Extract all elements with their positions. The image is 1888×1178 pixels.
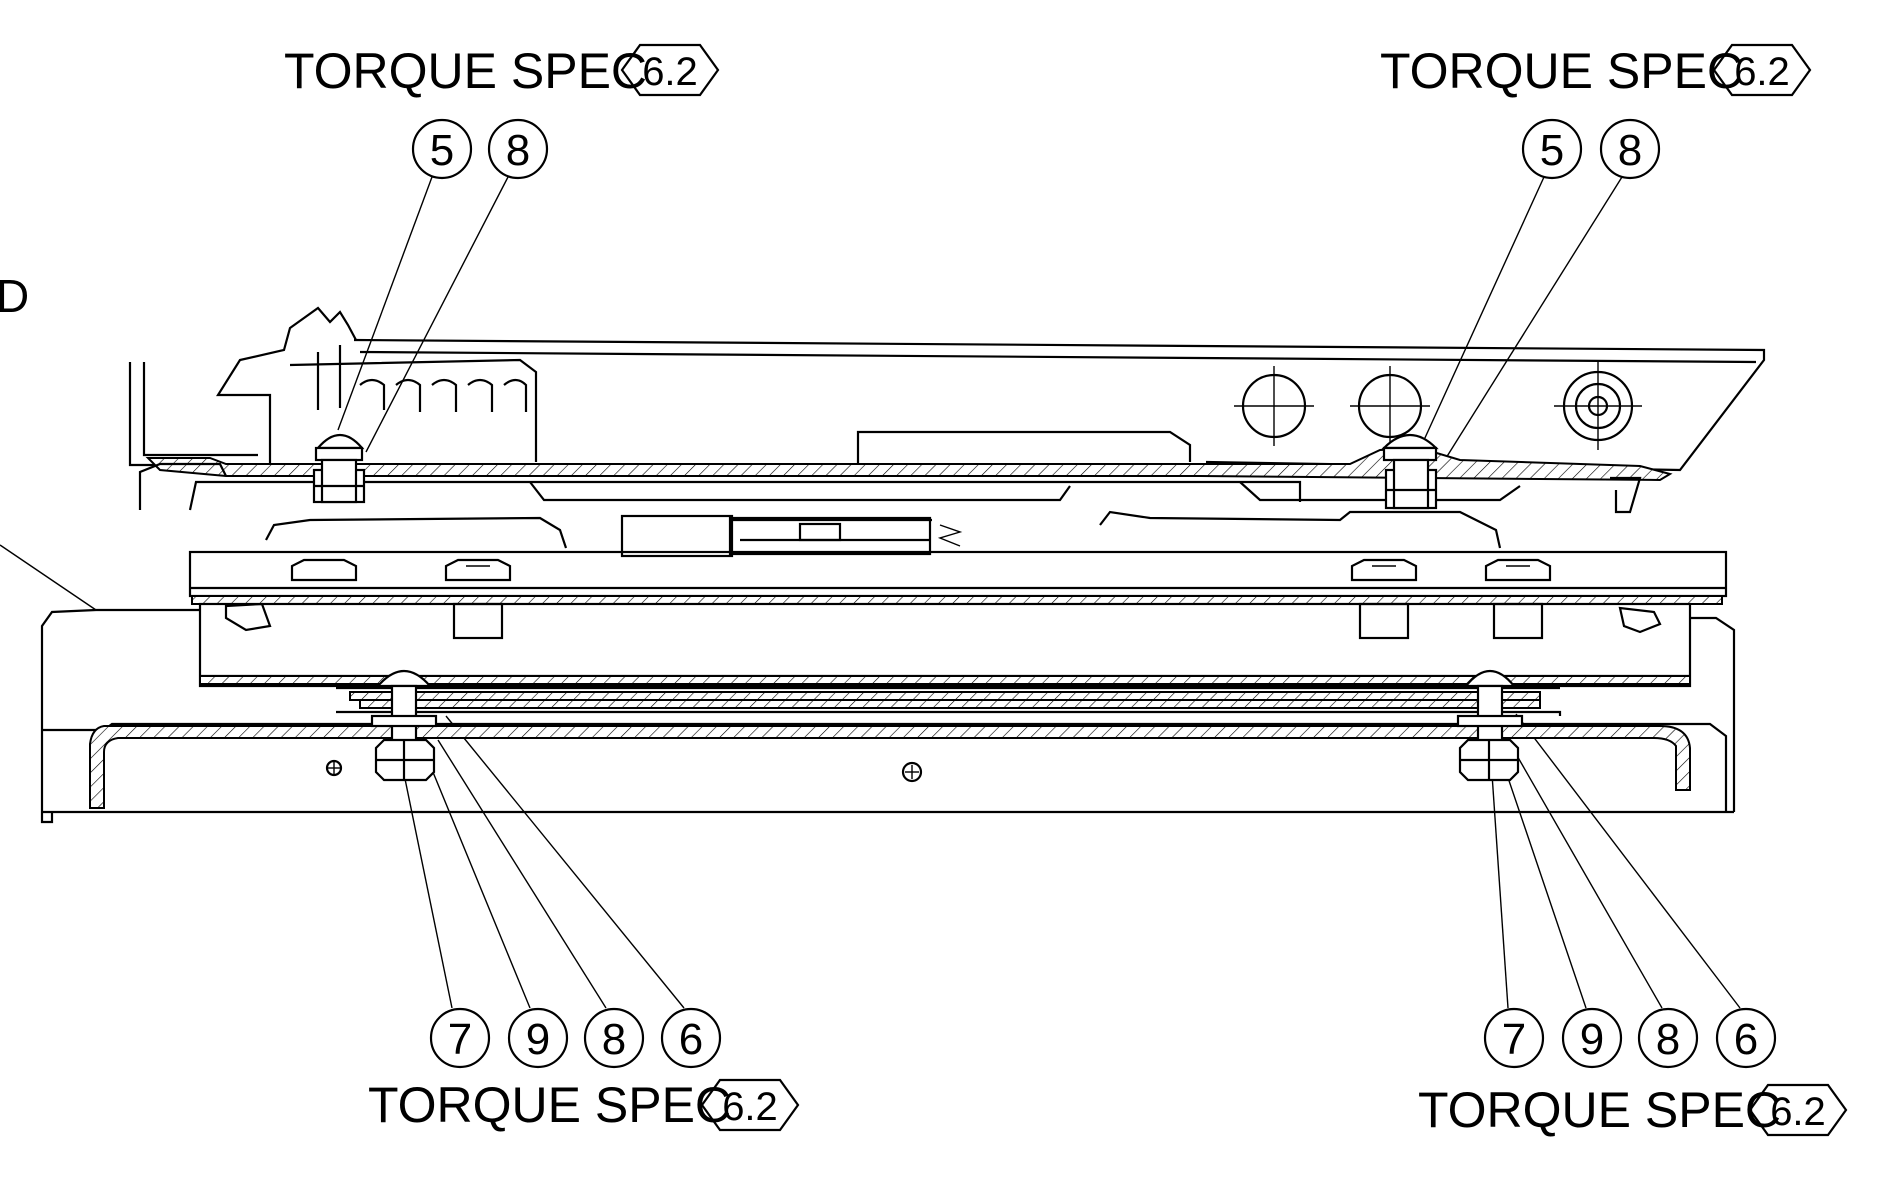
torque-value: 6.2	[1734, 50, 1790, 94]
callouts-top-right: 5 8	[1521, 118, 1661, 180]
lower-frame	[40, 602, 1736, 824]
torque-spec-top-left: TORQUE SPEC 6.2	[284, 43, 720, 99]
callout-number: 7	[448, 1015, 472, 1064]
torque-spec-bottom-left: TORQUE SPEC 6.2	[368, 1077, 800, 1133]
callout-number: 8	[1656, 1015, 1680, 1064]
svg-text:TORQUE SPEC: TORQUE SPEC	[368, 1077, 731, 1133]
top-left-bolt	[312, 433, 366, 504]
callout-number: 9	[1580, 1015, 1604, 1064]
torque-value: 6.2	[722, 1085, 778, 1129]
svg-text:TORQUE SPEC: TORQUE SPEC	[1418, 1082, 1781, 1138]
torque-spec-top-right: TORQUE SPEC 6.2	[1380, 43, 1812, 99]
callout-number: 8	[1618, 126, 1642, 175]
callout-number: 8	[506, 126, 530, 175]
torque-value: 6.2	[642, 50, 698, 94]
callout-number: 5	[430, 126, 454, 175]
middle-plate	[188, 550, 1728, 640]
torque-spec-bottom-right: TORQUE SPEC 6.2	[1418, 1082, 1848, 1138]
bottom-right-bolt	[1456, 670, 1524, 782]
callout-number: 9	[526, 1015, 550, 1064]
bottom-left-bolt	[370, 670, 438, 782]
callout-number: 6	[679, 1015, 703, 1064]
callout-number: 7	[1502, 1015, 1526, 1064]
torque-value: 6.2	[1770, 1090, 1826, 1134]
svg-text:TORQUE SPEC: TORQUE SPEC	[1380, 43, 1743, 99]
leader-lines	[0, 176, 1741, 1009]
top-right-bolt	[1381, 434, 1439, 510]
callouts-top-left: 5 8	[411, 118, 549, 180]
callouts-bottom-right: 7 9 8 6	[1483, 1007, 1777, 1069]
callouts-bottom-left: 7 9 8 6	[429, 1007, 722, 1069]
callout-number: 5	[1540, 126, 1564, 175]
callout-number: 6	[1734, 1015, 1758, 1064]
upper-seat-track	[128, 306, 1766, 558]
callout-number: 8	[602, 1015, 626, 1064]
edge-letter: D	[0, 270, 29, 322]
svg-text:TORQUE SPEC: TORQUE SPEC	[284, 43, 647, 99]
